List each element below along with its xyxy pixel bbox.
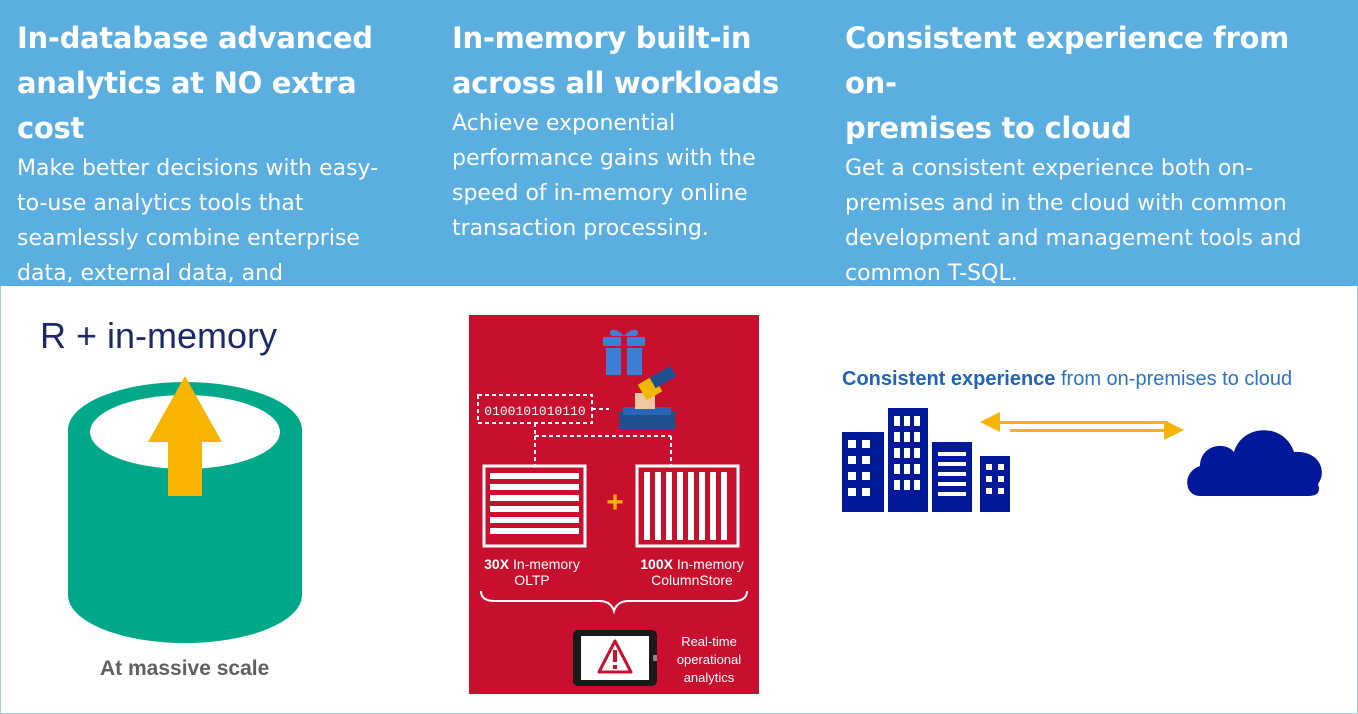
double-arrow-icon — [980, 412, 1184, 440]
columnstore-label-line2: ColumnStore — [651, 572, 733, 588]
oltp-multiplier: 30X — [484, 556, 510, 572]
title-line: Consistent experience from on- — [845, 21, 1290, 100]
title-line: analytics at NO extra cost — [17, 66, 357, 145]
hybrid-cloud-illustration — [842, 408, 1322, 512]
consistent-experience-heading: Consistent experience from on-premises t… — [842, 368, 1292, 391]
r-inmemory-title: R + in-memory — [40, 315, 278, 356]
binary-text: 0100101010110 — [484, 404, 585, 419]
realtime-analytics-label: Real-time operational analytics — [663, 633, 755, 687]
title-line: across all workloads — [452, 66, 779, 100]
title-line: premises to cloud — [845, 111, 1132, 145]
title-line: In-database advanced — [17, 21, 373, 55]
oltp-label-line2: OLTP — [514, 572, 550, 588]
columnstore-label-text: In-memory — [672, 556, 744, 572]
body-line: data, external data, and — [17, 261, 283, 286]
feature-description: Make better decisions with easy- to-use … — [17, 151, 427, 326]
inmemory-panel: 0100101010110 + — [469, 315, 759, 694]
realtime-line: operational — [676, 652, 742, 667]
body-line: seamlessly combine enterprise — [17, 226, 360, 251]
plus-sign: + — [606, 486, 624, 519]
realtime-line: Real-time — [681, 634, 737, 649]
feature-title: In-memory built-in across all workloads — [452, 16, 812, 106]
feature-column-analytics: In-database advanced analytics at NO ext… — [17, 16, 427, 326]
feature-title: Consistent experience from on- premises … — [845, 16, 1345, 151]
realtime-line: analytics — [683, 670, 735, 685]
body-line: Make better decisions with easy- — [17, 156, 379, 181]
body-line: development and management tools and — [845, 226, 1302, 251]
inmemory-diagram: 0100101010110 + — [477, 329, 748, 686]
body-line: to-use analytics tools that — [17, 191, 304, 216]
warning-icon — [597, 639, 633, 674]
body-line: performance gains with the — [452, 146, 756, 171]
feature-title: In-database advanced analytics at NO ext… — [17, 16, 427, 151]
feature-banner: In-database advanced analytics at NO ext… — [0, 0, 1358, 321]
body-line: transaction processing. — [452, 216, 709, 241]
body-line: common T-SQL. — [845, 261, 1018, 286]
brace — [480, 590, 748, 615]
columnstore-multiplier: 100X — [640, 556, 673, 572]
stamp-icon — [619, 365, 677, 430]
scale-caption: At massive scale — [100, 657, 270, 680]
feature-description: Achieve exponential performance gains wi… — [452, 106, 812, 246]
body-line: speed of in-memory online — [452, 181, 748, 206]
cloud-icon — [1187, 430, 1322, 496]
up-arrow-icon — [148, 376, 222, 496]
feature-column-cloud: Consistent experience from on- premises … — [845, 16, 1345, 291]
body-line: unstructured big data. — [17, 296, 264, 321]
database-cylinder-illustration — [68, 376, 302, 643]
oltp-rowstore-icon — [482, 464, 587, 548]
gift-icon — [603, 329, 645, 375]
body-line: Get a consistent experience both on- — [845, 156, 1254, 181]
feature-column-inmemory: In-memory built-in across all workloads … — [452, 16, 812, 246]
oltp-label: 30X In-memory OLTP — [473, 556, 591, 588]
body-line: Achieve exponential — [452, 111, 676, 136]
heading-strong: Consistent experience — [842, 368, 1056, 390]
columnstore-label: 100X In-memory ColumnStore — [627, 556, 757, 588]
title-line: In-memory built-in — [452, 21, 752, 55]
buildings-icon — [842, 408, 1010, 512]
oltp-label-text: In-memory — [509, 556, 580, 572]
columnstore-icon — [635, 464, 740, 548]
heading-rest: from on-premises to cloud — [1055, 368, 1293, 390]
feature-description: Get a consistent experience both on- pre… — [845, 151, 1345, 291]
body-line: premises and in the cloud with common — [845, 191, 1287, 216]
